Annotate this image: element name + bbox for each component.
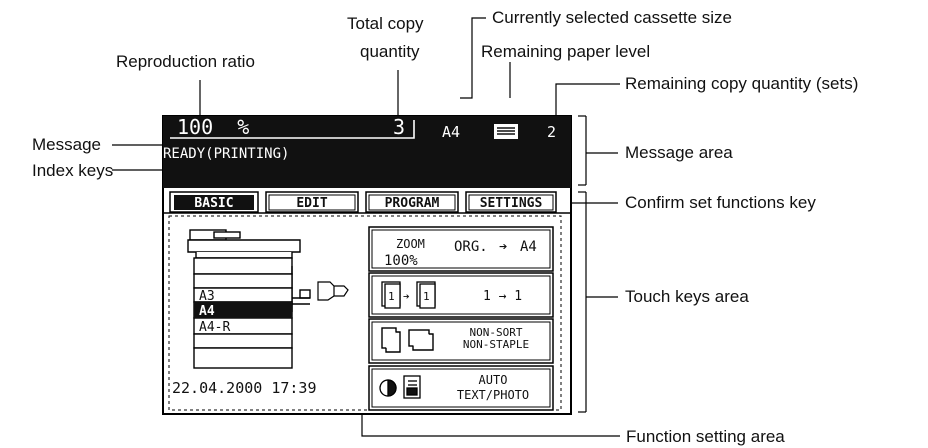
tab-edit[interactable]: EDIT [265,191,359,213]
remaining-sets-callout: Remaining copy quantity (sets) [625,74,859,93]
text-photo-icon [403,375,421,399]
arrow-right-icon: ➔ [403,290,410,303]
tab-settings[interactable]: SETTINGS [465,191,557,213]
zoom-button[interactable]: ZOOM 100% ORG. ➔ A4 [368,226,554,272]
reproduction-ratio-callout: Reproduction ratio [116,52,255,71]
svg-text:NON-STAPLE: NON-STAPLE [463,338,529,351]
touch-keys-area-callout: Touch keys area [625,287,749,306]
ratio-readout: 100 % [177,115,249,139]
paper-level-callout: Remaining paper level [481,42,651,61]
one-sided-copy-icon: 1 [416,281,436,309]
total-copy-callout-line1: Total copy [347,14,424,33]
svg-text:EDIT: EDIT [296,196,327,211]
tab-basic[interactable]: BASIC [169,191,259,213]
status-message: READY(PRINTING) [163,146,289,162]
svg-text:SETTINGS: SETTINGS [480,196,543,211]
svg-text:BASIC: BASIC [194,196,233,211]
svg-text:NON-SORT: NON-SORT [470,326,523,339]
total-copy-callout-line2: quantity [360,42,420,61]
cassette-a3[interactable]: A3 [199,289,215,304]
confirm-key-callout: Confirm set functions key [625,193,816,212]
svg-text:100%: 100% [384,253,418,269]
arrow-right-icon: ➔ [499,239,507,255]
tab-program[interactable]: PROGRAM [365,191,459,213]
svg-text:1 → 1: 1 → 1 [483,289,522,304]
svg-text:A4: A4 [520,239,537,255]
svg-text:ORG.: ORG. [454,239,488,255]
cassette-size-callout: Currently selected cassette size [492,8,732,27]
message-callout: Message [32,135,101,154]
hand-pointer-icon [317,281,349,301]
cassette-readout: A4 [442,123,460,141]
date-time: 22.04.2000 17:39 [172,379,317,397]
svg-text:ZOOM: ZOOM [396,237,425,251]
sort-icon [381,327,434,353]
svg-text:1: 1 [388,290,395,303]
paper-level-icon [494,124,518,139]
function-setting-area-callout: Function setting area [626,427,785,446]
function-setting-area [168,215,562,411]
svg-text:PROGRAM: PROGRAM [385,196,440,211]
svg-text:1: 1 [423,290,430,303]
message-area-callout: Message area [625,143,733,162]
image-mode-button[interactable]: AUTO TEXT/PHOTO [368,365,554,411]
svg-text:TEXT/PHOTO: TEXT/PHOTO [457,388,529,402]
index-keys-callout: Index keys [32,161,114,180]
one-sided-original-icon: 1 [381,281,401,309]
cassette-a4[interactable]: A4 [199,304,215,319]
remaining-sets-readout: 2 [547,123,556,141]
duplex-button[interactable]: 1 ➔ 1 1 → 1 [368,272,554,318]
cassette-a4-r[interactable]: A4-R [199,320,230,335]
svg-text:AUTO: AUTO [479,373,508,387]
total-copies-readout: 3 [393,115,405,139]
sort-staple-button[interactable]: NON-SORT NON-STAPLE [368,318,554,364]
density-icon [379,379,397,397]
